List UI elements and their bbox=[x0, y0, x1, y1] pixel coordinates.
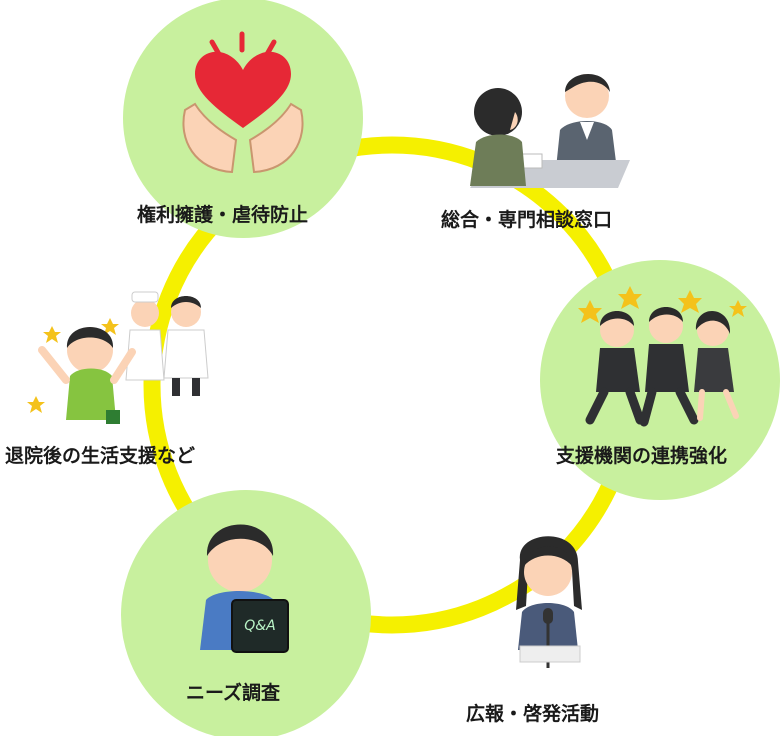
svg-text:Q&A: Q&A bbox=[244, 618, 276, 634]
consultation-desk-icon bbox=[470, 73, 630, 188]
label-consultation-window: 総合・専門相談窓口 bbox=[441, 209, 613, 231]
team-running-icon bbox=[578, 286, 747, 427]
label-advocacy-abuse-prevention: 権利擁護・虐待防止 bbox=[137, 204, 309, 226]
speaker-at-microphone-icon bbox=[516, 536, 582, 668]
label-support-network: 支援機関の連携強化 bbox=[556, 445, 728, 467]
label-needs-survey: ニーズ調査 bbox=[186, 682, 281, 704]
label-public-awareness: 広報・啓発活動 bbox=[466, 703, 600, 725]
survey-clipboard-icon: Q&A bbox=[200, 524, 289, 653]
patient-with-doctor-nurse-icon bbox=[27, 291, 209, 424]
heart-in-hands-icon bbox=[182, 31, 304, 174]
label-post-discharge-support: 退院後の生活支援など bbox=[5, 445, 196, 467]
